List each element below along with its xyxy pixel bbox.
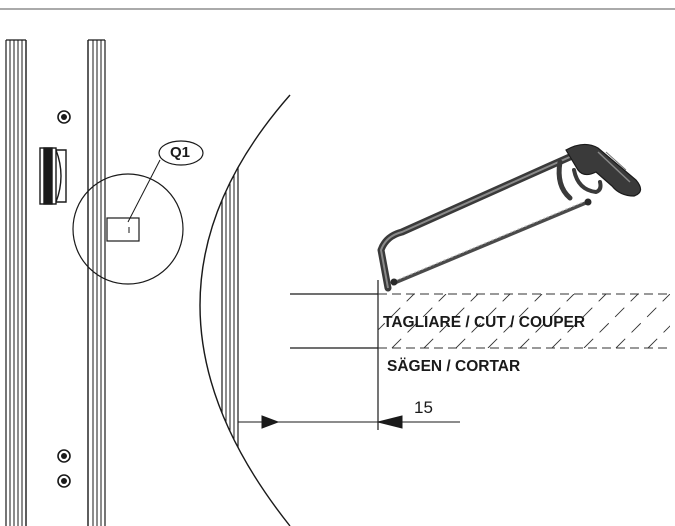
- dimension-value: 15: [414, 398, 433, 417]
- dimension-line: [238, 415, 460, 429]
- cut-zone: [378, 293, 670, 349]
- screw-top: [57, 110, 71, 124]
- door-profile: [5, 39, 106, 526]
- screw-bottom-1: [57, 449, 71, 463]
- callout-bubble: [158, 140, 204, 166]
- cut-instruction-label: TAGLIARE / CUT / COUPER: [383, 314, 586, 331]
- saw-instruction-label: SÄGEN / CORTAR: [387, 358, 521, 375]
- spindle-extension: [290, 280, 379, 430]
- detail-spindle: [106, 217, 140, 242]
- detail-circle: [72, 173, 184, 285]
- hacksaw-icon: [377, 143, 642, 292]
- callout-leader: [127, 159, 161, 223]
- latch-bolt: [39, 147, 67, 205]
- callout-q1-label: Q1: [170, 144, 191, 161]
- screw-bottom-2: [57, 474, 71, 488]
